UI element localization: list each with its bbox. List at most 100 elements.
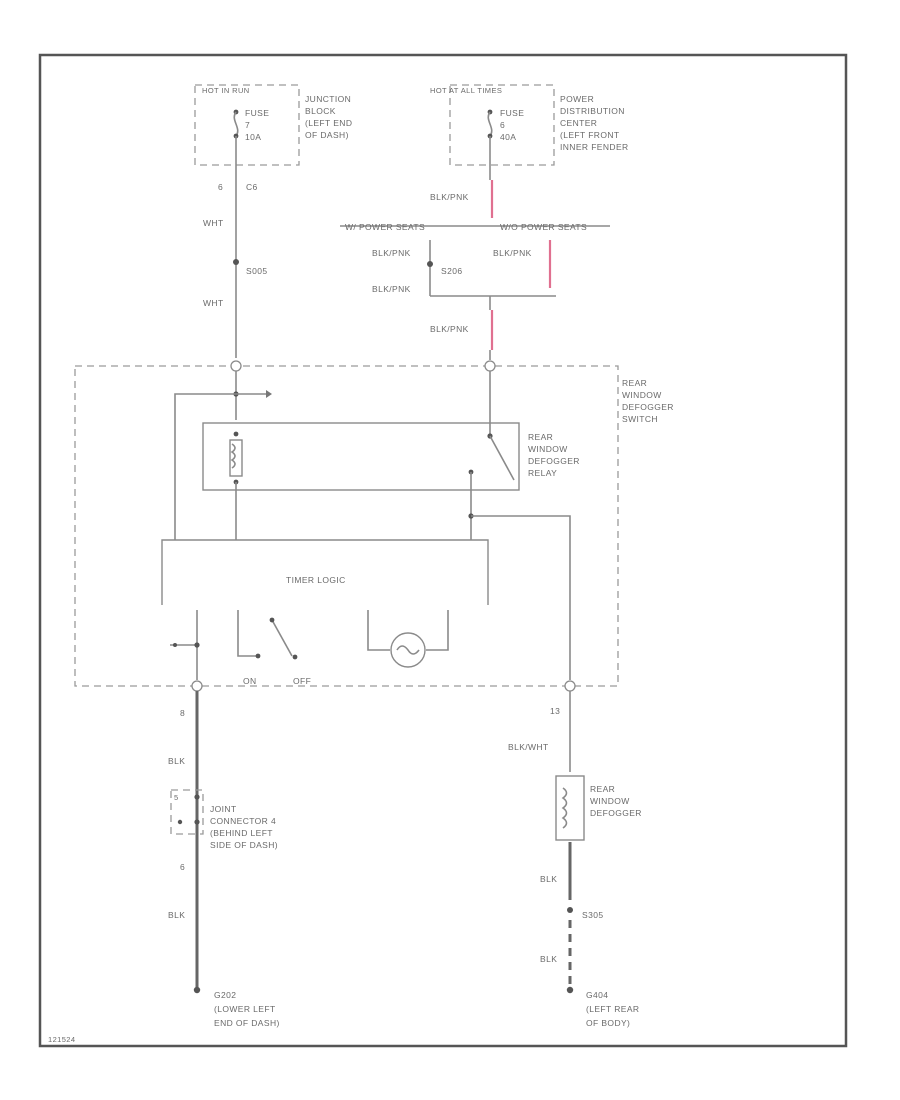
onoff-arm (271, 619, 293, 657)
relay-label-3: DEFOGGER (528, 456, 580, 466)
fuse-right-fuse: FUSE (500, 108, 524, 118)
right-wire-blk-1: BLK (540, 874, 557, 884)
fuse-right-loc-5: INNER FENDER (560, 142, 629, 152)
switch-conn-bottom-left (191, 680, 203, 692)
ground-g202-label: G202 (214, 990, 236, 1000)
power-seats-right: W/O POWER SEATS (500, 222, 587, 232)
joint-pin-b (194, 819, 200, 825)
switch-conn-right (484, 360, 496, 372)
fuse-left-loc-1: JUNCTION (305, 94, 351, 104)
wire-blk-pnk-b: BLK/PNK (493, 248, 532, 258)
left-wire-blk-2: BLK (168, 910, 185, 920)
joint-pin-5: 5 (174, 793, 179, 802)
fuse-right-loc-1: POWER (560, 94, 594, 104)
ground-g404-label: G404 (586, 990, 608, 1000)
sw-left-loop (174, 393, 236, 540)
fuse-left-fuse: FUSE (245, 108, 269, 118)
left-pin-6: 6 (180, 862, 185, 872)
wire-blk-pnk-a: BLK/PNK (372, 248, 411, 258)
indicator-lamp-filament (396, 645, 420, 655)
defogger-label-3: DEFOGGER (590, 808, 642, 818)
sw-arrow-head (266, 390, 272, 398)
onoff-on-label: ON (243, 676, 257, 686)
defogger-label-1: REAR (590, 784, 615, 794)
fuse-left-loc-3: (LEFT END (305, 118, 352, 128)
splice-s005-label: S005 (246, 266, 267, 276)
joint-pin-a (194, 794, 200, 800)
onoff-off-label: OFF (293, 676, 311, 686)
diagram-frame (38, 53, 848, 1048)
timer-block (161, 539, 489, 605)
left-pin-8: 8 (180, 708, 185, 718)
ground-g404 (566, 986, 574, 994)
fuse-right-rating: 40A (500, 132, 516, 142)
splice-s305-label: S305 (582, 910, 603, 920)
fuse-right-number: 6 (500, 120, 505, 130)
wire-wht-1: WHT (203, 218, 224, 228)
joint-label-4: SIDE OF DASH) (210, 840, 278, 850)
right-wire-blk-wht: BLK/WHT (508, 742, 549, 752)
right-wire-blk-2: BLK (540, 954, 557, 964)
indicator-lamp (390, 632, 426, 668)
splice-s206 (427, 261, 433, 267)
diagram-code: 121524 (48, 1035, 75, 1044)
fuse-right-symbol (487, 109, 493, 139)
relay-coil (229, 431, 243, 485)
fuse-box-left (194, 84, 300, 166)
relay-label-4: RELAY (528, 468, 557, 478)
splice-s206-label: S206 (441, 266, 462, 276)
joint-pin-c (177, 819, 183, 825)
relay-contact-arm (489, 435, 515, 481)
ground-g202 (193, 986, 201, 994)
fuse-left-number: 7 (245, 120, 250, 130)
fuse-left-header: HOT IN RUN (202, 86, 250, 95)
pin-left-6: 6 (218, 182, 223, 192)
onoff-off-contact (292, 654, 298, 660)
relay-box (202, 422, 520, 491)
wire-blk-pnk-2: BLK/PNK (430, 324, 469, 334)
fuse-right-loc-3: CENTER (560, 118, 597, 128)
defogger-grid (555, 775, 585, 841)
switch-enclosure (74, 365, 619, 687)
onoff-pivot (269, 617, 275, 623)
joint-connector (170, 789, 204, 835)
right-pin-13: 13 (550, 706, 560, 716)
fuse-left-loc-2: BLOCK (305, 106, 336, 116)
switch-label-1: REAR (622, 378, 647, 388)
power-seats-left: W/ POWER SEATS (345, 222, 425, 232)
ground-g202-loc-1: (LOWER LEFT (214, 1004, 276, 1014)
lamp-frame (367, 610, 390, 651)
switch-label-3: DEFOGGER (622, 402, 674, 412)
wire-blk-pnk-1: BLK/PNK (430, 192, 469, 202)
switch-conn-left (230, 360, 242, 372)
wire-blk-pnk-c: BLK/PNK (372, 284, 411, 294)
splice-s005 (233, 259, 239, 265)
relay-label-1: REAR (528, 432, 553, 442)
sw-ground-node (194, 642, 200, 648)
ground-g404-loc-1: (LEFT REAR (586, 1004, 639, 1014)
fuse-box-right (449, 84, 555, 166)
onoff-on-contact (255, 653, 261, 659)
joint-label-2: CONNECTOR 4 (210, 816, 276, 826)
wire-wht-2: WHT (203, 298, 224, 308)
left-wire-blk-1: BLK (168, 756, 185, 766)
onoff-frame (237, 610, 258, 657)
fuse-right-loc-4: (LEFT FRONT (560, 130, 620, 140)
timer-label: TIMER LOGIC (286, 575, 346, 585)
joint-label-1: JOINT (210, 804, 237, 814)
relay-label-2: WINDOW (528, 444, 568, 454)
fuse-left-symbol (233, 109, 239, 139)
splice-s305 (567, 907, 573, 913)
fuse-right-header: HOT AT ALL TIMES (430, 86, 502, 95)
fuse-right-loc-2: DISTRIBUTION (560, 106, 625, 116)
relay-to-defogger (471, 515, 571, 680)
switch-label-4: SWITCH (622, 414, 658, 424)
switch-label-2: WINDOW (622, 390, 662, 400)
conn-c6: C6 (246, 182, 258, 192)
sw-ground-stub-end (173, 643, 177, 647)
switch-conn-bottom-right (564, 680, 576, 692)
lamp-frame-r (426, 610, 449, 651)
fuse-left-rating: 10A (245, 132, 261, 142)
ground-g202-loc-2: END OF DASH) (214, 1018, 280, 1028)
